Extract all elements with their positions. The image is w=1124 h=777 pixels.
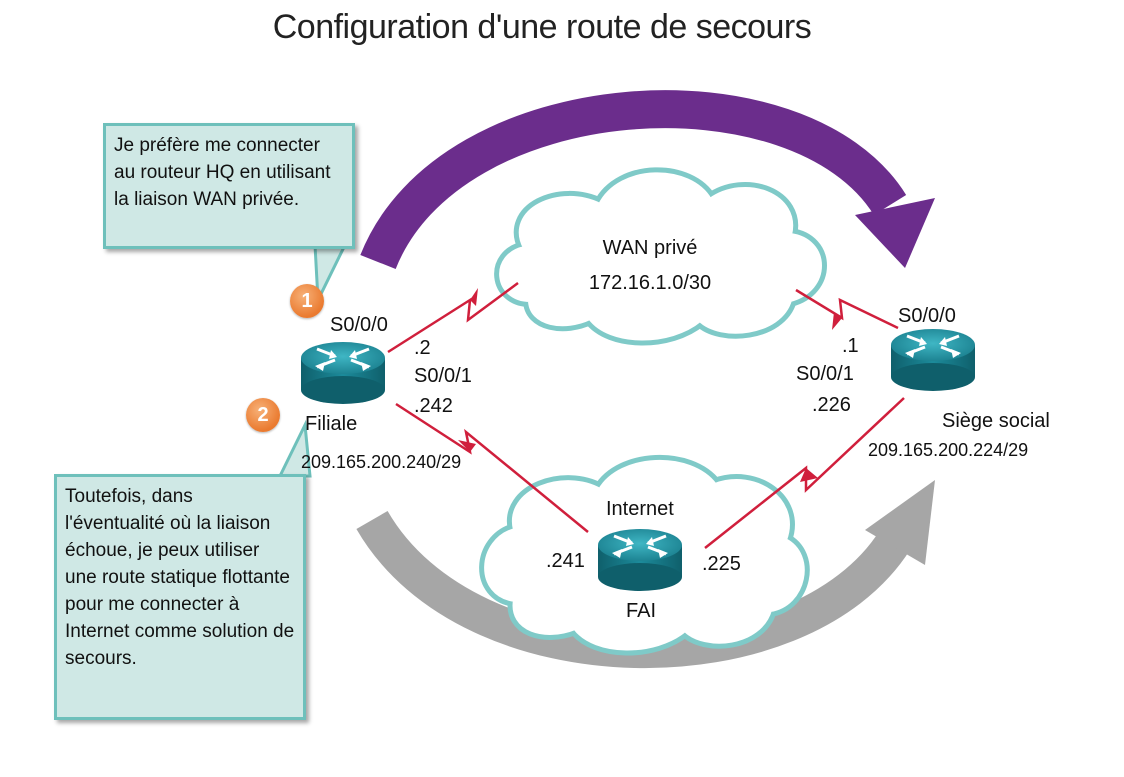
branch-if1: S0/0/0 xyxy=(330,314,388,336)
hq-router-name: Siège social xyxy=(942,410,1050,432)
isp-right-ip: .225 xyxy=(702,553,741,575)
isp-router-icon xyxy=(596,527,684,593)
hq-if1: S0/0/0 xyxy=(898,305,956,327)
branch-if2-ip: .242 xyxy=(414,395,453,417)
hq-if2-ip: .226 xyxy=(812,394,851,416)
hq-if1-ip: .1 xyxy=(842,335,859,357)
step-badge-1: 1 xyxy=(290,284,324,318)
hq-network: 209.165.200.224/29 xyxy=(868,440,1029,460)
callout-2: Toutefois, dans l'éventualité où la liai… xyxy=(54,474,306,720)
wan-cloud-network: 172.16.1.0/30 xyxy=(588,272,712,294)
callout-1: Je préfère me connecter au routeur HQ en… xyxy=(103,123,355,249)
wan-cloud-name: WAN privé xyxy=(602,237,698,259)
diagram-title: Configuration d'une route de secours xyxy=(272,8,812,46)
step-badge-2: 2 xyxy=(246,398,280,432)
isp-router-name: FAI xyxy=(626,600,657,622)
branch-router-icon xyxy=(299,340,387,406)
branch-if1-ip: .2 xyxy=(414,337,431,359)
branch-network: 209.165.200.240/29 xyxy=(301,452,462,472)
wan-cloud xyxy=(494,167,827,346)
hq-if2: S0/0/1 xyxy=(796,363,854,385)
hq-router-icon xyxy=(889,327,977,393)
isp-left-ip: .241 xyxy=(546,550,585,572)
branch-router-name: Filiale xyxy=(305,413,358,435)
branch-if2: S0/0/1 xyxy=(414,365,472,387)
primary-route-arrow xyxy=(360,90,935,270)
internet-cloud-name: Internet xyxy=(606,498,674,520)
